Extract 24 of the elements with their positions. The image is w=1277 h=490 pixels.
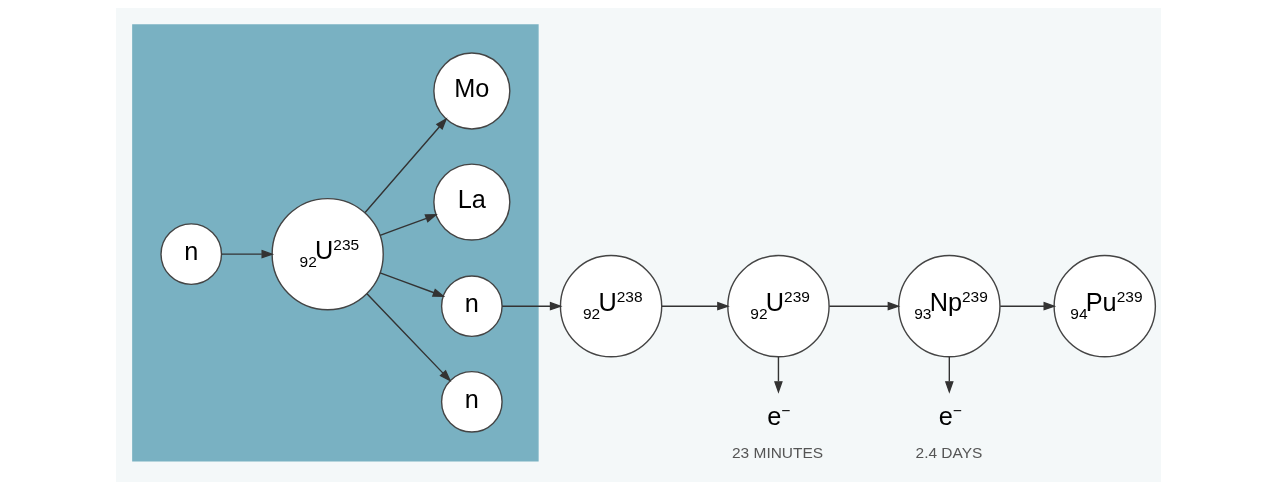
node-text: e$^{−}$ (938, 401, 962, 430)
arrow (379, 272, 446, 297)
arrow (828, 301, 901, 311)
node-label: 23 MINUTES (732, 443, 824, 461)
arrow (364, 117, 448, 214)
node-text: e$^{−}$ (767, 401, 791, 430)
node-circle: $_{93}$Np$^{239}$ (898, 254, 1001, 358)
node-circle: $_{94}$Pu$^{239}$ (1053, 254, 1157, 358)
node-circle: $_{92}$U$^{235}$ (271, 197, 384, 311)
arrow (999, 301, 1057, 311)
cluster (132, 24, 539, 462)
arrow (379, 214, 438, 237)
node-circle: n (160, 223, 223, 286)
node-circle: $_{92}$U$^{238}$ (559, 254, 663, 358)
arrow (661, 301, 730, 311)
arrow (774, 356, 783, 394)
arrow (944, 356, 954, 394)
node-circle: $_{92}$U$^{239}$ (727, 254, 830, 358)
node-circle: La (433, 163, 511, 241)
arrow (501, 301, 563, 311)
arrow (220, 249, 275, 259)
arrow (366, 293, 452, 382)
node-circle: n (440, 275, 503, 338)
node-label: 2.4 DAYS (915, 443, 983, 461)
